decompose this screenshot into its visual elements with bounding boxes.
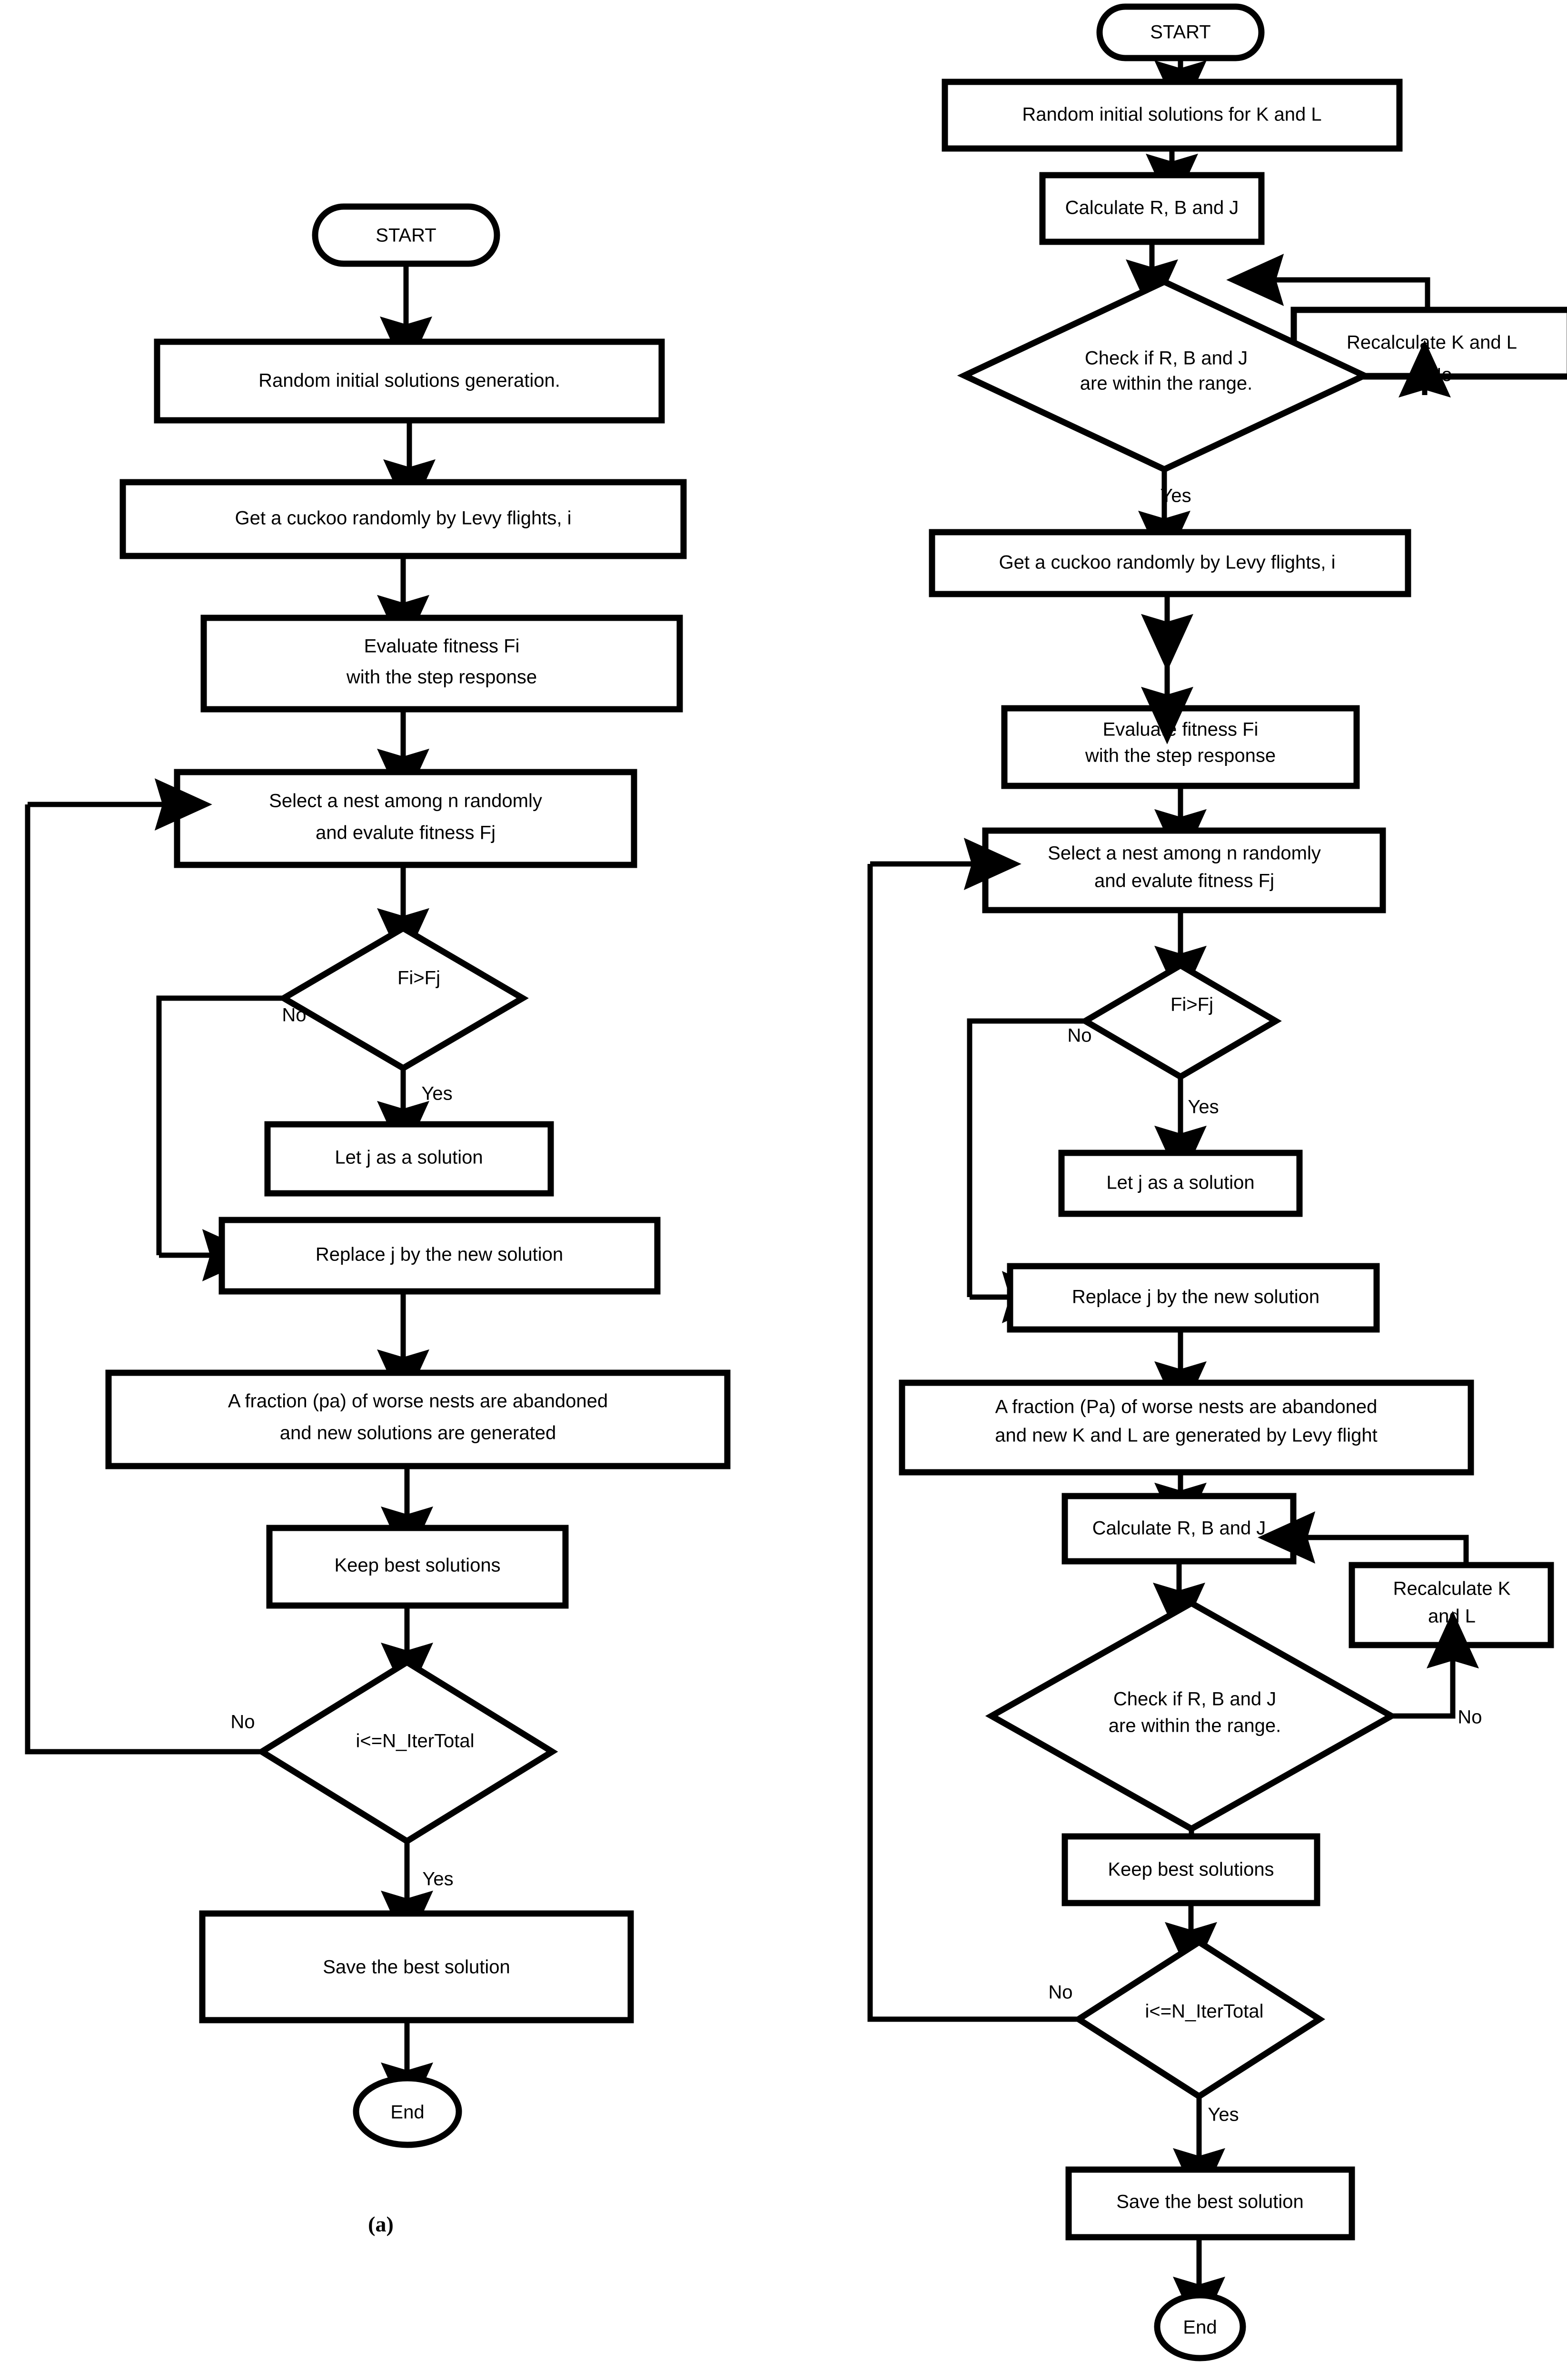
node-a-replacej-label: Replace j by the new solution bbox=[316, 1244, 563, 1265]
node-b-selectnest-label-line2: and evalute fitness Fj bbox=[1094, 871, 1274, 892]
node-b-fraction-label-line2: and new K and L are generated by Levy fl… bbox=[995, 1425, 1378, 1446]
node-b-cuckoo[interactable]: Get a cuckoo randomly by Levy flights, i bbox=[929, 529, 1411, 597]
node-a-init[interactable]: Random initial solutions generation. bbox=[154, 338, 665, 424]
node-a-cuckoo-label: Get a cuckoo randomly by Levy flights, i bbox=[235, 508, 572, 529]
edge-label-b-check1-no: No bbox=[1428, 365, 1452, 386]
node-a-fraction[interactable]: A fraction (pa) of worse nests are aband… bbox=[105, 1369, 731, 1469]
node-b-start[interactable]: START bbox=[1096, 3, 1265, 61]
node-a-start-label: START bbox=[376, 225, 436, 246]
node-b-evalfi-label-line2: with the step response bbox=[1085, 745, 1276, 766]
edge-label-a-fifj-no: No bbox=[282, 1005, 306, 1026]
node-b-fraction-label-line1: A fraction (Pa) of worse nests are aband… bbox=[995, 1397, 1378, 1418]
node-b-recalc2[interactable]: Recalculate K and L bbox=[1349, 1562, 1554, 1648]
node-b-recalc2-label-line1: Recalculate K bbox=[1393, 1578, 1511, 1599]
node-b-check1-label-line1: Check if R, B and J bbox=[1085, 348, 1248, 369]
node-b-evalfi-label-line1: Evaluate fitness Fi bbox=[1103, 719, 1259, 740]
node-b-fraction[interactable]: A fraction (Pa) of worse nests are aband… bbox=[899, 1379, 1474, 1476]
node-b-check2[interactable]: Check if R, B and J are within the range… bbox=[985, 1599, 1398, 1833]
node-b-check1[interactable]: Check if R, B and J are within the range… bbox=[957, 278, 1372, 473]
panel-a: START Random initial solutions generatio… bbox=[25, 203, 731, 2236]
node-a-evalfi[interactable]: Evaluate fitness Fi with the step respon… bbox=[200, 615, 683, 713]
edge-label-b-check2-no: No bbox=[1458, 1707, 1482, 1728]
node-a-start[interactable]: START bbox=[312, 203, 500, 267]
node-b-iter-label: i<=N_IterTotal bbox=[1145, 2001, 1263, 2022]
node-b-check2-label-line1: Check if R, B and J bbox=[1113, 1689, 1276, 1710]
edge-b-outer-loop-path bbox=[867, 864, 1079, 2022]
node-b-init[interactable]: Random initial solutions for K and L bbox=[942, 79, 1403, 152]
edge-label-b-fifj-yes: Yes bbox=[1188, 1097, 1219, 1118]
node-a-iter-label: i<=N_IterTotal bbox=[356, 1731, 474, 1752]
node-b-check1-label-line2: are within the range. bbox=[1080, 373, 1252, 394]
node-b-keepbest[interactable]: Keep best solutions bbox=[1061, 1833, 1320, 1906]
node-b-calc2-label: Calculate R, B and J bbox=[1092, 1518, 1266, 1539]
caption-a: (a) bbox=[368, 2212, 394, 2236]
node-a-end[interactable]: End bbox=[353, 2075, 462, 2148]
edge-label-a-fifj-yes: Yes bbox=[421, 1083, 452, 1104]
node-b-start-label: START bbox=[1150, 22, 1210, 43]
edge-b-recalc1-calc1-path bbox=[1295, 277, 1430, 310]
node-b-selectnest-label-line1: Select a nest among n randomly bbox=[1048, 843, 1321, 864]
edge-label-a-iter-no: No bbox=[230, 1712, 255, 1733]
node-b-replacej[interactable]: Replace j by the new solution bbox=[1007, 1263, 1380, 1333]
node-b-keepbest-label: Keep best solutions bbox=[1108, 1859, 1274, 1880]
node-a-replacej[interactable]: Replace j by the new solution bbox=[218, 1217, 661, 1295]
node-b-end-label: End bbox=[1183, 2317, 1217, 2338]
edge-label-b-check1-yes: Yes bbox=[1160, 486, 1191, 506]
node-a-evalfi-label-line1: Evaluate fitness Fi bbox=[364, 636, 520, 657]
edge-label-b-iter-yes: Yes bbox=[1208, 2104, 1239, 2125]
node-a-selectnest-label-line1: Select a nest among n randomly bbox=[269, 791, 542, 812]
node-a-letj-label: Let j as a solution bbox=[335, 1147, 483, 1168]
panel-b: START Random initial solutions for K and… bbox=[867, 3, 1567, 2361]
node-b-recalc1-label: Recalculate K and L bbox=[1347, 332, 1517, 353]
node-b-calc1[interactable]: Calculate R, B and J bbox=[1039, 172, 1265, 245]
node-b-save[interactable]: Save the best solution bbox=[1065, 2166, 1355, 2241]
node-a-fifj-label: Fi>Fj bbox=[397, 968, 440, 989]
node-b-end[interactable]: End bbox=[1154, 2292, 1246, 2361]
node-a-evalfi-label-line2: with the step response bbox=[346, 667, 537, 688]
edge-label-b-iter-no: No bbox=[1048, 1982, 1072, 2003]
node-a-selectnest-label-line2: and evalute fitness Fj bbox=[316, 823, 496, 843]
node-a-keepbest[interactable]: Keep best solutions bbox=[266, 1525, 569, 1609]
node-b-fifj-label: Fi>Fj bbox=[1170, 994, 1213, 1015]
edge-label-a-iter-yes: Yes bbox=[422, 1869, 453, 1890]
node-b-check2-label-line2: are within the range. bbox=[1109, 1716, 1281, 1736]
node-a-init-label: Random initial solutions generation. bbox=[258, 370, 560, 391]
node-a-fraction-label-line1: A fraction (pa) of worse nests are aband… bbox=[228, 1391, 608, 1412]
edge-b-recalc2-calc2-path bbox=[1333, 1535, 1469, 1565]
node-b-calc2[interactable]: Calculate R, B and J bbox=[1061, 1493, 1297, 1565]
node-a-save[interactable]: Save the best solution bbox=[199, 1910, 634, 2023]
node-a-fraction-label-line2: and new solutions are generated bbox=[280, 1423, 556, 1444]
node-b-save-label: Save the best solution bbox=[1116, 2192, 1304, 2212]
edge-a-fifj-no-path bbox=[156, 995, 284, 1255]
node-b-replacej-label: Replace j by the new solution bbox=[1072, 1287, 1319, 1308]
node-a-end-label: End bbox=[390, 2102, 424, 2123]
node-b-cuckoo-label: Get a cuckoo randomly by Levy flights, i bbox=[999, 552, 1336, 573]
node-a-keepbest-label: Keep best solutions bbox=[334, 1555, 500, 1576]
edge-label-b-fifj-no: No bbox=[1067, 1025, 1091, 1046]
node-a-cuckoo[interactable]: Get a cuckoo randomly by Levy flights, i bbox=[119, 479, 687, 559]
node-a-selectnest[interactable]: Select a nest among n randomly and evalu… bbox=[174, 769, 637, 868]
node-b-letj-label: Let j as a solution bbox=[1106, 1172, 1254, 1193]
node-b-recalc2-label-line2: and L bbox=[1428, 1606, 1476, 1627]
node-b-letj[interactable]: Let j as a solution bbox=[1058, 1150, 1303, 1217]
node-b-evalfi[interactable]: Evaluate fitness Fi with the step respon… bbox=[1001, 705, 1360, 789]
node-b-init-label: Random initial solutions for K and L bbox=[1022, 104, 1321, 125]
edge-b-fifj-no-path bbox=[967, 1018, 1085, 1297]
node-b-selectnest[interactable]: Select a nest among n randomly and evalu… bbox=[982, 827, 1386, 913]
edge-b-check2-no-path bbox=[1391, 1676, 1456, 1719]
node-a-save-label: Save the best solution bbox=[323, 1957, 510, 1978]
edge-a-outer-loop-path bbox=[25, 804, 262, 1755]
node-b-calc1-label: Calculate R, B and J bbox=[1065, 198, 1239, 218]
node-a-letj[interactable]: Let j as a solution bbox=[264, 1121, 554, 1197]
